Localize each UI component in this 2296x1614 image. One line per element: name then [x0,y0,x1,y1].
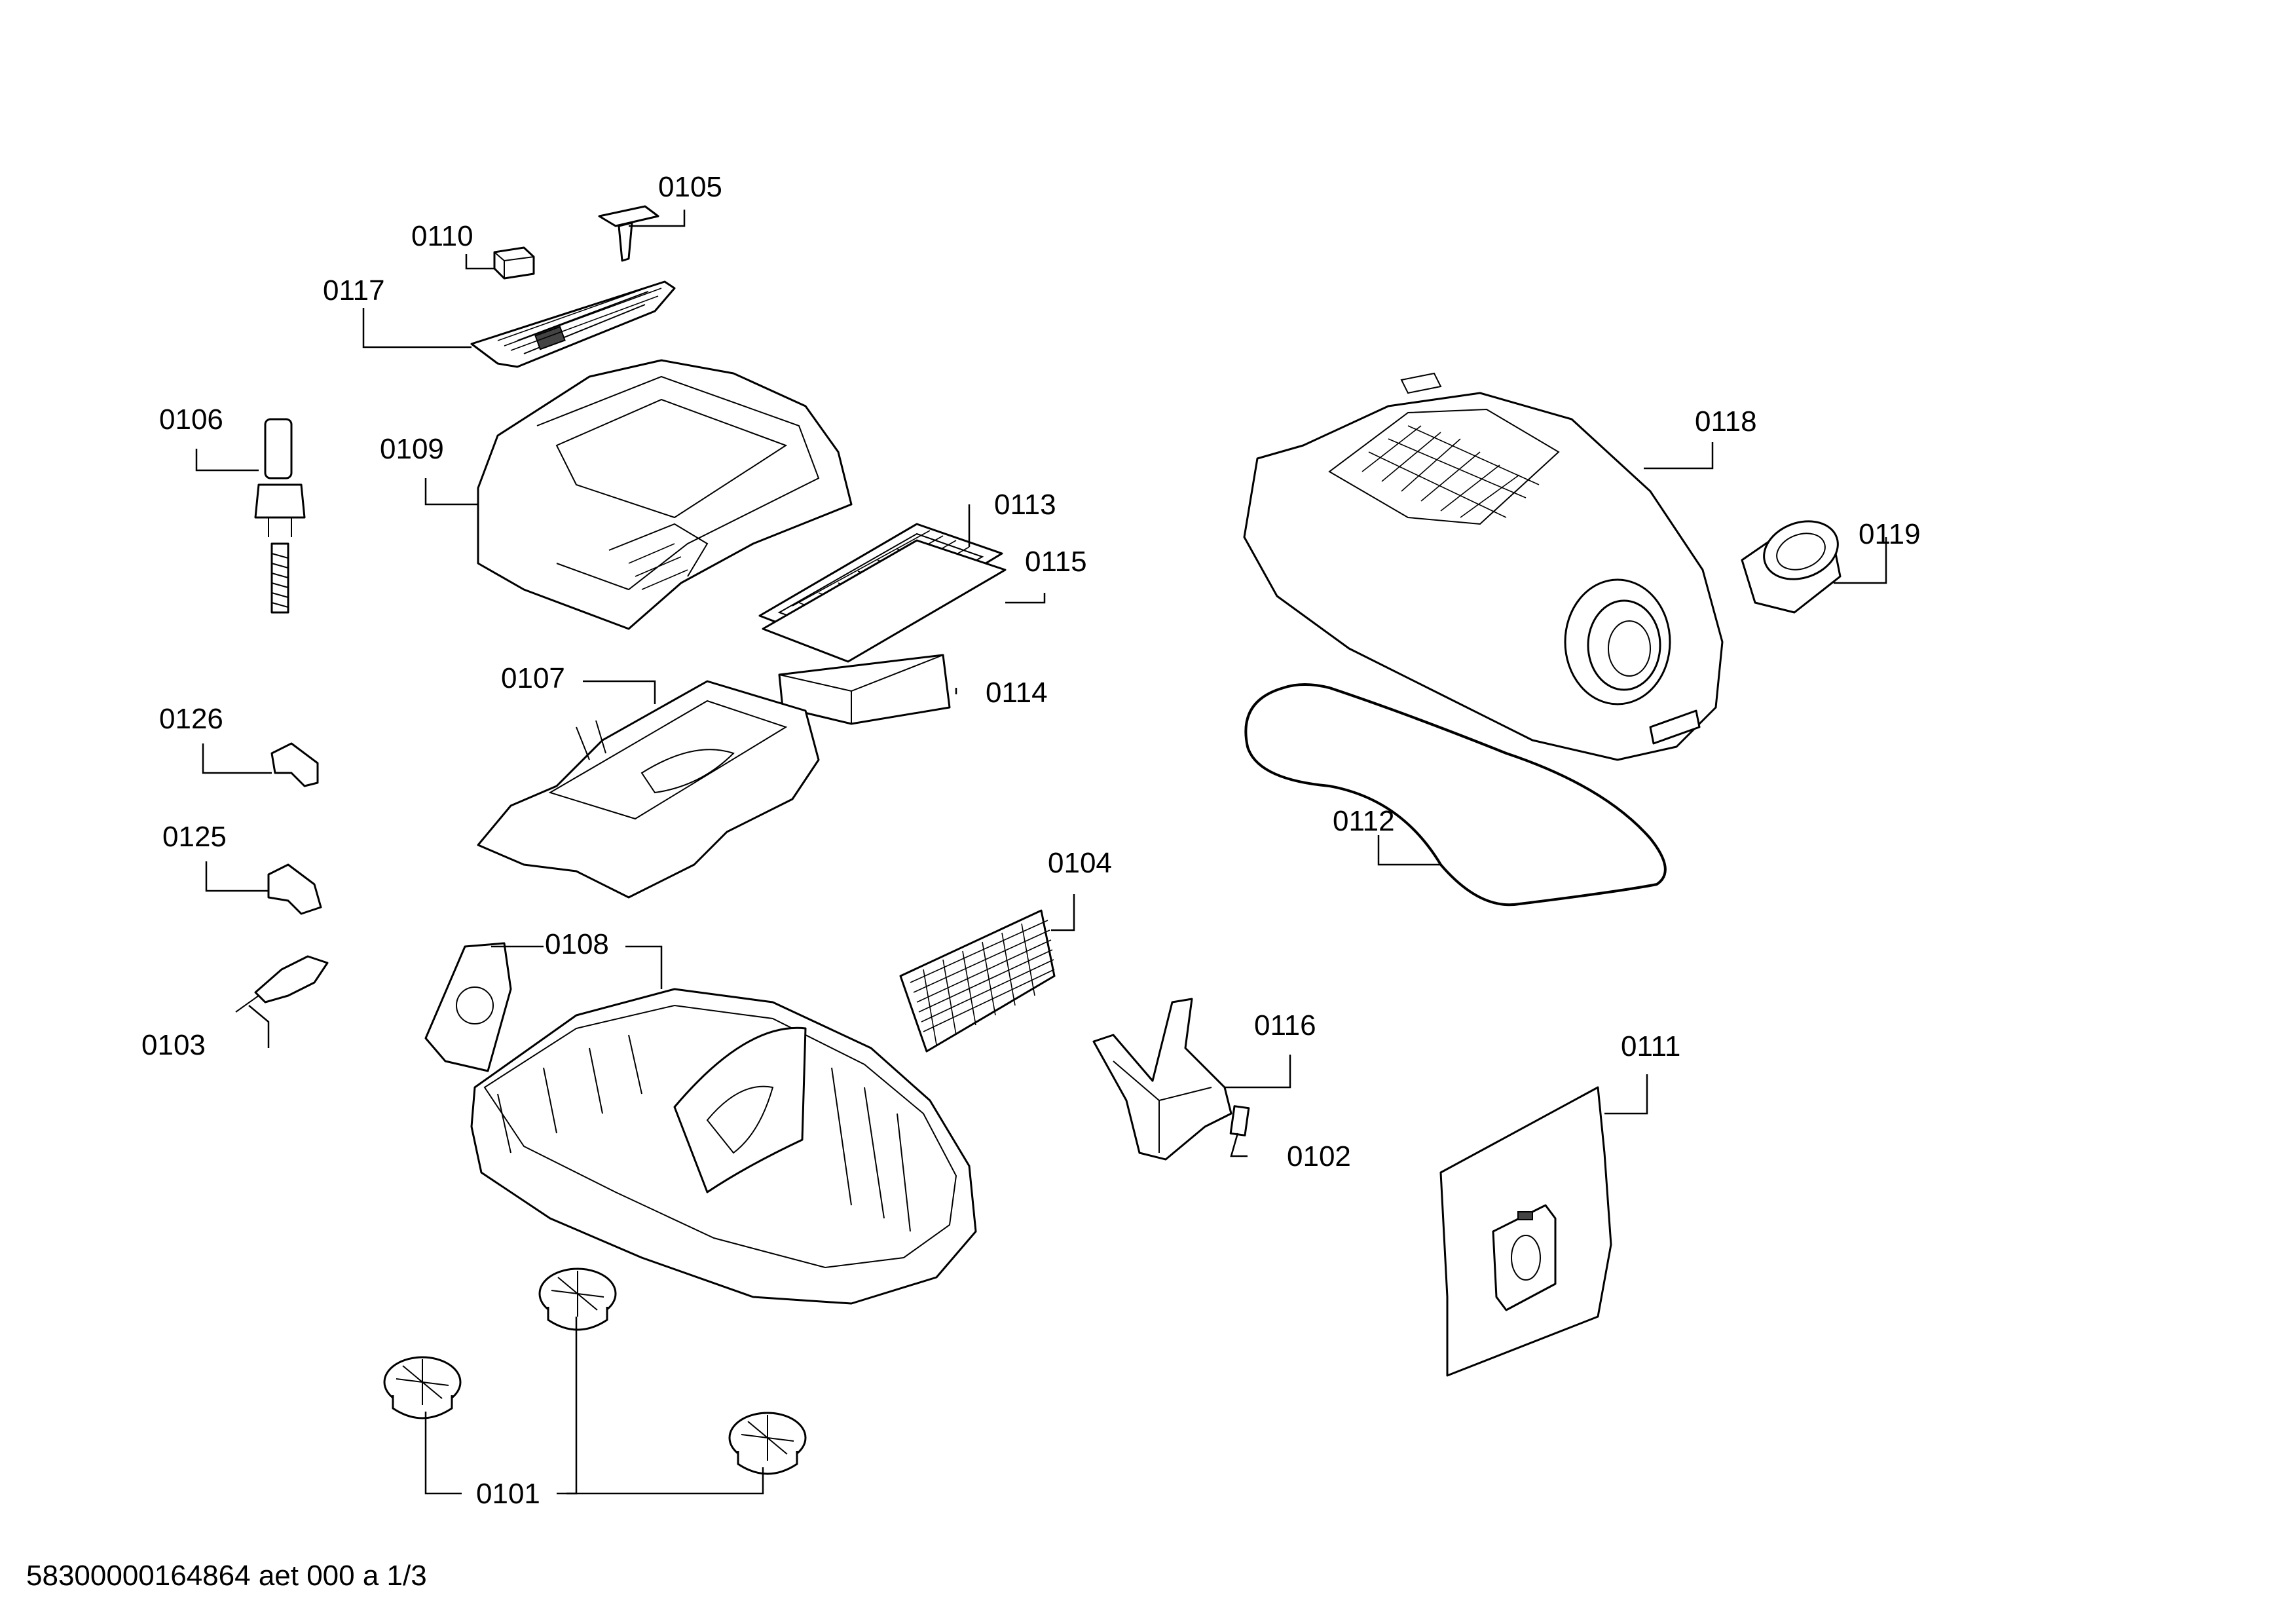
leader-0108b [625,945,663,989]
label-0110: 0110 [411,220,473,252]
leader-0118 [1644,442,1714,470]
leader-0101b [566,1317,578,1495]
leader-0126 [202,743,272,774]
label-0119: 0119 [1859,518,1921,550]
part-0102-tag [1229,1105,1250,1136]
part-0119-outlet-fitting [1741,520,1842,614]
part-0112-seal [1244,683,1667,907]
leader-0117 [362,308,472,348]
label-0107: 0107 [501,662,565,694]
leader-0115 [1005,593,1046,604]
leader-0112 [1377,835,1441,866]
label-0105: 0105 [658,171,722,203]
label-0115: 0115 [1025,546,1087,578]
label-0104: 0104 [1048,847,1112,879]
label-0108: 0108 [545,928,609,960]
part-0115-foam-sheet [762,539,1007,663]
part-0108-base-housing [470,988,977,1305]
drawing-reference-footer: 58300000164864 aet 000 a 1/3 [26,1560,427,1592]
leader-0104 [1051,894,1075,931]
part-0104-hepa-filter [899,909,1056,1053]
label-0126: 0126 [159,703,223,735]
leader-lines [195,210,1887,1495]
leader-0102 [1230,1133,1248,1157]
part-0116-bag-holder [1092,998,1232,1161]
leader-0103 [248,1005,270,1048]
part-0126-clip [270,742,319,787]
part-0106-button-assembly [254,418,306,614]
part-0101-wheel-3 [728,1412,807,1475]
label-0109: 0109 [380,433,444,465]
leader-0119 [1834,537,1887,584]
part-0110-block [493,246,535,280]
leader-0101c [557,1467,764,1495]
part-0105-clip [598,205,659,262]
label-0101: 0101 [476,1478,540,1510]
label-0102: 0102 [1287,1140,1351,1173]
leader-0106 [195,449,259,472]
label-0103: 0103 [141,1029,206,1061]
leader-0101a [424,1412,462,1495]
label-0106: 0106 [159,404,223,436]
label-0111: 0111 [1621,1030,1680,1062]
part-0109-top-housing [477,359,853,630]
leader-0111 [1604,1074,1648,1115]
label-0117: 0117 [323,274,385,307]
part-0125-clip [267,863,322,915]
label-0118: 0118 [1695,405,1757,438]
label-0116: 0116 [1254,1009,1316,1042]
leader-0105 [629,210,686,227]
part-0111-dust-bag [1439,1086,1612,1377]
part-0101-wheel-1 [383,1356,462,1419]
part-0107-inner-frame [477,680,820,899]
leader-0109 [424,478,478,506]
part-0101-wheel-2 [538,1267,617,1331]
leader-0110 [465,254,494,270]
part-0118-lid [1243,372,1724,761]
part-0108-bracket [424,942,512,1072]
label-0125: 0125 [162,821,227,853]
part-0114-foam-block [778,654,951,725]
label-0112: 0112 [1333,805,1395,837]
leader-0125 [205,861,268,892]
leader-0116 [1225,1055,1291,1089]
label-0113: 0113 [994,489,1056,521]
part-0103-cable-clip [235,955,329,1013]
part-0117-top-cover [470,280,676,368]
label-0114: 0114 [986,677,1048,709]
leader-0107 [583,680,656,704]
part-labels: 0105 0110 0117 0106 0109 0113 0115 0114 … [141,171,1921,1510]
